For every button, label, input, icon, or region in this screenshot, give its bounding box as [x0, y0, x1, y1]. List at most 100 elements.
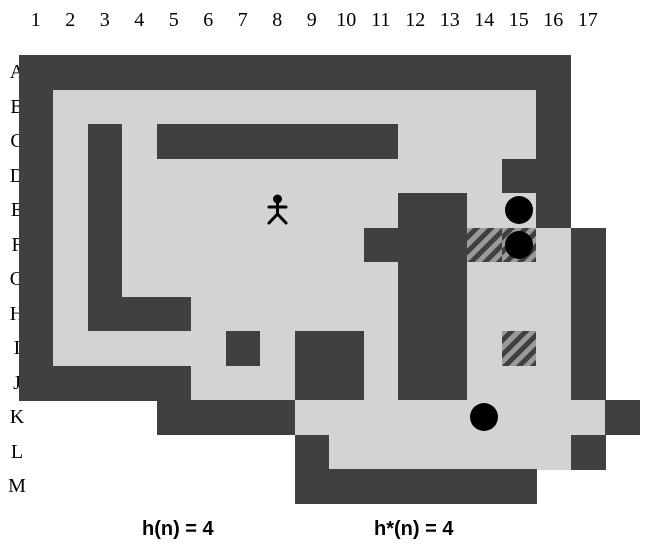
- floor-tile: [329, 296, 364, 332]
- wall-tile: [398, 365, 433, 401]
- floor-tile: [225, 193, 261, 228]
- wall-tile: [432, 227, 468, 263]
- wall-tile: [122, 365, 157, 401]
- floor-tile: [225, 296, 261, 332]
- floor-tile: [432, 158, 468, 194]
- floor-tile: [363, 365, 399, 401]
- wall-tile: [53, 55, 88, 90]
- column-label-2: 2: [65, 9, 76, 31]
- floor-tile: [122, 89, 157, 125]
- floor-tile: [260, 158, 295, 194]
- floor-tile: [191, 89, 226, 125]
- row-label-M: M: [8, 475, 26, 498]
- heuristic-label: h(n) = 4: [142, 518, 214, 540]
- floor-tile: [363, 193, 399, 228]
- floor-tile: [363, 434, 399, 470]
- floor-tile: [363, 262, 399, 297]
- floor-tile: [294, 262, 330, 297]
- floor-tile: [501, 365, 537, 401]
- floor-tile: [501, 434, 537, 470]
- floor-tile: [191, 227, 226, 263]
- wall-tile: [87, 55, 123, 90]
- wall-tile: [398, 193, 433, 228]
- floor-tile: [53, 124, 88, 159]
- wall-tile: [260, 124, 295, 159]
- wall-tile: [329, 365, 364, 401]
- column-label-15: 15: [508, 9, 529, 31]
- floor-tile: [156, 193, 192, 228]
- row-label-J: J: [13, 371, 21, 394]
- wall-tile: [294, 434, 330, 470]
- floor-tile: [329, 158, 364, 194]
- floor-tile: [329, 400, 364, 435]
- floor-tile: [156, 331, 192, 366]
- column-label-17: 17: [577, 9, 598, 31]
- floor-tile: [432, 124, 468, 159]
- floor-tile: [225, 89, 261, 125]
- floor-tile: [260, 262, 295, 297]
- boulder: [504, 196, 533, 225]
- wall-tile: [398, 262, 433, 297]
- wall-tile: [18, 89, 54, 125]
- floor-tile: [225, 158, 261, 194]
- wall-tile: [18, 158, 54, 194]
- wall-tile: [53, 365, 88, 401]
- wall-tile: [432, 296, 468, 332]
- wall-tile: [398, 227, 433, 263]
- floor-tile: [294, 89, 330, 125]
- floor-tile: [122, 227, 157, 263]
- wall-tile: [570, 434, 606, 470]
- floor-tile: [536, 365, 571, 401]
- boulder: [470, 403, 499, 432]
- wall-tile: [570, 331, 606, 366]
- wall-tile: [536, 158, 571, 194]
- floor-tile: [53, 89, 88, 125]
- floor-tile: [87, 89, 123, 125]
- wall-tile: [122, 296, 157, 332]
- row-label-L: L: [10, 440, 24, 463]
- wall-tile: [87, 262, 123, 297]
- floor-tile: [260, 365, 295, 401]
- floor-tile: [501, 124, 537, 159]
- wall-tile: [87, 296, 123, 332]
- wall-tile: [432, 365, 468, 401]
- floor-tile: [191, 331, 226, 366]
- floor-tile: [191, 158, 226, 194]
- wall-tile: [363, 55, 399, 90]
- wall-tile: [398, 296, 433, 332]
- floor-tile: [156, 227, 192, 263]
- wall-tile: [225, 400, 261, 435]
- floor-tile: [467, 296, 502, 332]
- wall-tile: [570, 365, 606, 401]
- wall-tile: [398, 469, 433, 504]
- floor-tile: [225, 262, 261, 297]
- floor-tile: [398, 434, 433, 470]
- floor-tile: [467, 193, 502, 228]
- row-label-F: F: [11, 233, 23, 256]
- wall-tile: [18, 124, 54, 159]
- floor-tile: [53, 158, 88, 194]
- floor-tile: [122, 158, 157, 194]
- floor-tile: [501, 400, 537, 435]
- floor-tile: [467, 434, 502, 470]
- wall-tile: [87, 365, 123, 401]
- wall-tile: [260, 55, 295, 90]
- column-label-14: 14: [474, 9, 495, 31]
- floor-tile: [570, 400, 606, 435]
- floor-tile: [122, 193, 157, 228]
- floor-tile: [294, 227, 330, 263]
- wall-tile: [501, 158, 537, 194]
- wall-tile: [156, 400, 192, 435]
- wall-tile: [225, 124, 261, 159]
- wall-tile: [329, 469, 364, 504]
- floor-tile: [536, 331, 571, 366]
- wall-tile: [363, 469, 399, 504]
- floor-tile: [53, 227, 88, 263]
- wall-tile: [18, 365, 54, 401]
- wall-tile: [87, 124, 123, 159]
- wall-tile: [18, 262, 54, 297]
- floor-tile: [225, 365, 261, 401]
- column-label-1: 1: [30, 9, 41, 31]
- column-label-16: 16: [543, 9, 564, 31]
